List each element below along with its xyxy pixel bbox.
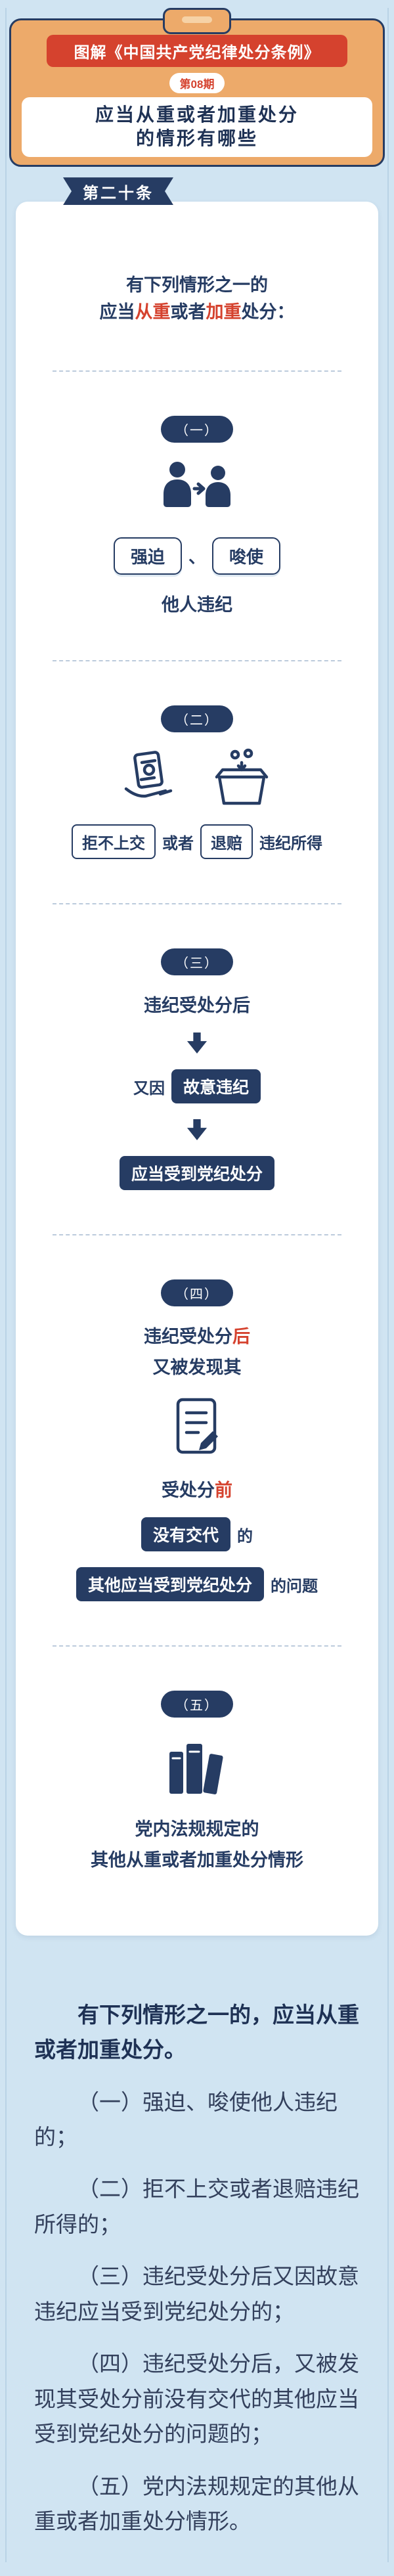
box-jubushangjiao: 拒不上交 [72, 824, 156, 860]
intro-line1: 有下列情形之一的 [126, 275, 268, 295]
section-3-line1: 违纪受处分后 [143, 996, 250, 1016]
section-2-mid: 或者 [162, 835, 194, 853]
section-4-line1: 违纪受处分后 [144, 1322, 250, 1348]
right-edge-stripe [387, 8, 389, 2562]
page-title-line1: 应当从重或者加重处分 [95, 104, 299, 125]
issue-badge: 第08期 [169, 73, 225, 93]
section-4-line1-pre: 违纪受处分 [143, 1327, 232, 1347]
section-1-badge: （一） [160, 416, 233, 443]
section-2-badge: （二） [161, 705, 233, 733]
pill-suoshi: 唆使 [212, 537, 281, 575]
series-title-banner: 图解《中国共产党纪律处分条例》 [47, 35, 347, 67]
section-4: （四） 违纪受处分后 又被发现其 受处分前 没有交代 的 其他应当受到党纪处分 … [76, 1279, 318, 1602]
intro-post: 处分： [241, 302, 295, 322]
section-2-icons [120, 748, 274, 809]
box-guyi-weiji: 故意违纪 [171, 1069, 261, 1104]
regulation-item-2: （二）拒不上交或者退赔违纪所得的； [34, 2177, 359, 2236]
intro-line2: 应当从重或者加重处分： [100, 299, 295, 326]
dashed-divider-2 [53, 660, 341, 662]
section-3: （三） 违纪受处分后 又因 故意违纪 应当受到党纪处分 [119, 948, 274, 1191]
coerce-people-icon [163, 462, 230, 508]
section-4-line3-pre: 受处分 [161, 1480, 215, 1501]
hand-banknote-icon [124, 751, 173, 798]
section-1: （一） 强迫 、 唆使 他人违纪 [113, 416, 281, 616]
left-edge-stripe [5, 8, 7, 2562]
section-5-line2: 其他从重或者加重处分情形 [91, 1850, 303, 1871]
section-1-pills: 强迫 、 唆使 [113, 537, 281, 575]
section-4-line5: 其他应当受到党纪处分 的问题 [76, 1567, 318, 1602]
section-4-lines-bottom: 受处分前 [162, 1476, 232, 1501]
section-4-lines-top: 违纪受处分后 又被发现其 [144, 1322, 250, 1379]
clipboard-board: 图解《中国共产党纪律处分条例》 第08期 应当从重或者加重处分 的情形有哪些 [9, 18, 385, 167]
section-2-tail: 违纪所得 [259, 835, 322, 853]
pill-qiangpo: 强迫 [113, 537, 182, 575]
regulation-item-3: （三）违纪受处分后又因故意违纪应当受到党纪处分的； [34, 2264, 359, 2324]
section-3-badge: （三） [160, 948, 233, 976]
page-title: 应当从重或者加重处分 的情形有哪些 [22, 97, 372, 158]
article-ribbon: 第二十条 [63, 177, 173, 205]
down-arrow-icon [186, 1119, 208, 1141]
box-qita-dangji-chufen: 其他应当受到党纪处分 [76, 1567, 264, 1602]
dashed-divider-1 [53, 370, 341, 372]
section-4-suffix2: 的问题 [271, 1577, 318, 1595]
section-3-pre: 又因 [133, 1079, 165, 1098]
section-5: （五） 党内法规规定的 其他从重或者加重处分情形 [91, 1691, 303, 1871]
header-clipboard: 图解《中国共产党纪律处分条例》 第08期 应当从重或者加重处分 的情形有哪些 [9, 8, 385, 167]
document-pen-icon [176, 1398, 218, 1454]
section-5-lines: 党内法规规定的 其他从重或者加重处分情形 [91, 1815, 303, 1871]
regulation-item-4: （四）违纪受处分后，又被发现其受处分前没有交代的其他应当受到党纪处分的问题的； [34, 2351, 359, 2447]
regulation-item-5: （五）党内法规规定的其他从重或者加重处分情形。 [34, 2474, 359, 2534]
section-4-suffix1: 的 [237, 1527, 253, 1545]
intro-block: 有下列情形之一的 应当从重或者加重处分： [100, 272, 295, 327]
dashed-divider-4 [53, 1234, 341, 1236]
dashed-divider-5 [53, 1645, 341, 1647]
section-4-badge: （四） [160, 1279, 233, 1307]
intro-pre: 应当 [99, 302, 135, 322]
dashed-divider-3 [53, 903, 341, 905]
section-5-badge: （五） [161, 1691, 233, 1718]
regulation-lead: 有下列情形之一的，应当从重或者加重处分。 [34, 2002, 359, 2062]
intro-mid: 或者 [170, 302, 206, 322]
refund-box-icon [215, 749, 269, 805]
section-4-line4: 没有交代 的 [141, 1517, 253, 1552]
section-3-line2: 又因 故意违纪 [133, 1069, 261, 1104]
section-1-caption: 他人违纪 [161, 595, 232, 615]
box-shoudao-dangji-chufen: 应当受到党纪处分 [119, 1156, 274, 1191]
clipboard-clip-icon [163, 8, 231, 34]
section-4-line3-em: 前 [214, 1480, 232, 1501]
section-4-line1-em: 后 [232, 1327, 250, 1347]
box-tuipei: 退赔 [200, 824, 253, 860]
down-arrow-icon [186, 1033, 208, 1054]
regulation-text-block: 有下列情形之一的，应当从重或者加重处分。 （一）强迫、唆使他人违纪的； （二）拒… [0, 1958, 394, 2576]
intro-em-congzhong: 从重 [135, 302, 171, 322]
section-4-line3: 受处分前 [162, 1476, 232, 1501]
books-icon [169, 1744, 223, 1795]
section-5-line1: 党内法规规定的 [135, 1819, 259, 1840]
box-meiyou-jiaodai: 没有交代 [141, 1517, 230, 1552]
pill-separator: 、 [188, 547, 206, 567]
regulation-item-1: （一）强迫、唆使他人违纪的； [34, 2089, 338, 2149]
content-card: 有下列情形之一的 应当从重或者加重处分： （一） 强迫 、 唆使 他人违纪 （二… [16, 201, 378, 1936]
section-4-line2: 又被发现其 [152, 1358, 242, 1378]
section-2: （二） [72, 705, 322, 860]
section-2-labels: 拒不上交 或者 退赔 违纪所得 [72, 824, 322, 860]
intro-em-jiazhong: 加重 [206, 302, 242, 322]
page-title-line2: 的情形有哪些 [135, 127, 258, 148]
